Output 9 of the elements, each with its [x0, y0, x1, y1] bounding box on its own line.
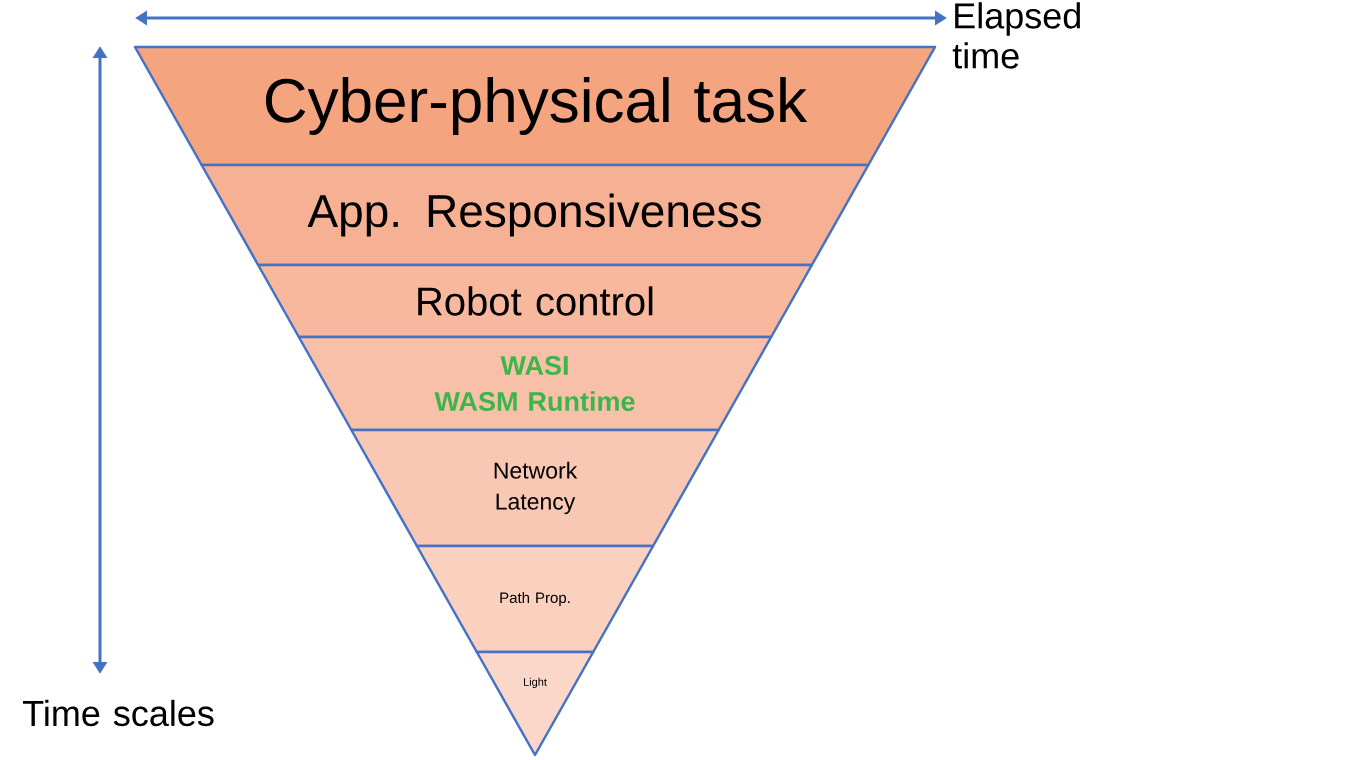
band: Light: [475, 650, 595, 757]
band: WASI WASM Runtime: [297, 335, 773, 432]
band: Cyber-physical task: [133, 45, 937, 167]
axis-label: Time scales: [23, 699, 214, 727]
band: Network Latency: [350, 428, 720, 548]
band: Robot control: [256, 263, 814, 339]
band: App. Responsiveness: [200, 163, 870, 267]
axis-label: Elapsed time: [952, 2, 1080, 69]
band: Path Prop.: [415, 544, 655, 654]
